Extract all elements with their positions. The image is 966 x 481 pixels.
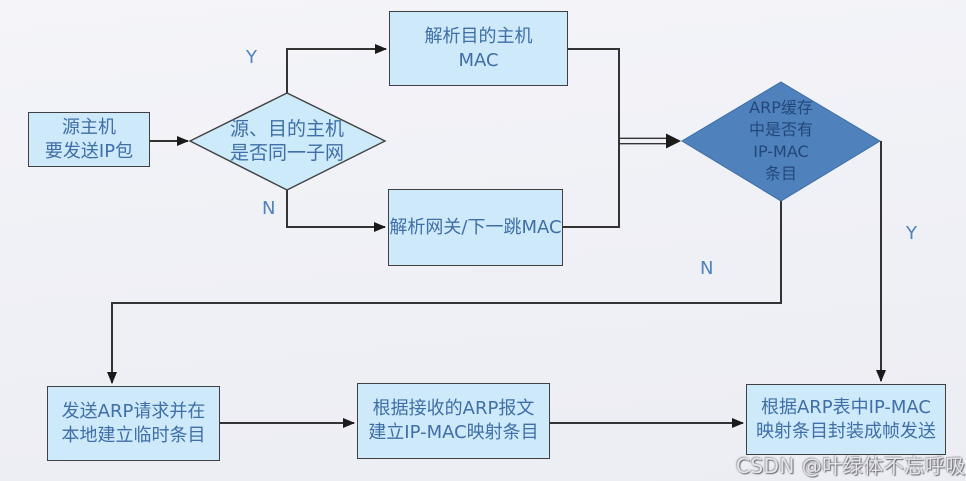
edge-merge-resolve-outputs — [563, 48, 620, 228]
node-build-mapping: 根据接收的ARP报文 建立IP-MAC映射条目 — [357, 383, 550, 459]
label-subnet-no: N — [262, 198, 276, 219]
label-subnet-yes: Y — [246, 47, 257, 68]
edge-subnet-yes-to-resolve-dest-mac — [286, 44, 387, 93]
edge-subnet-no-to-resolve-gateway-mac — [286, 190, 386, 232]
node-source-host: 源主机 要发送IP包 — [28, 112, 150, 167]
label-cache-no: N — [700, 258, 714, 279]
arp-cache-decision-shape — [681, 81, 881, 202]
node-resolve-dest-mac: 解析目的主机 MAC — [389, 11, 568, 86]
arrowhead-into-arp-cache-decision — [666, 133, 681, 149]
edge-cache-no-to-send-arp-request — [107, 201, 782, 384]
node-resolve-gateway-mac: 解析网关/下一跳MAC — [388, 189, 563, 266]
node-encapsulate-frame: 根据ARP表中IP-MAC 映射条目封装成帧发送 — [746, 384, 946, 455]
label-cache-yes: Y — [906, 223, 917, 244]
watermark: CSDN @叶绿体不忘呼吸 — [736, 454, 966, 478]
subnet-decision-shape — [188, 92, 387, 191]
node-send-arp-request: 发送ARP请求并在 本地建立临时条目 — [47, 386, 220, 461]
